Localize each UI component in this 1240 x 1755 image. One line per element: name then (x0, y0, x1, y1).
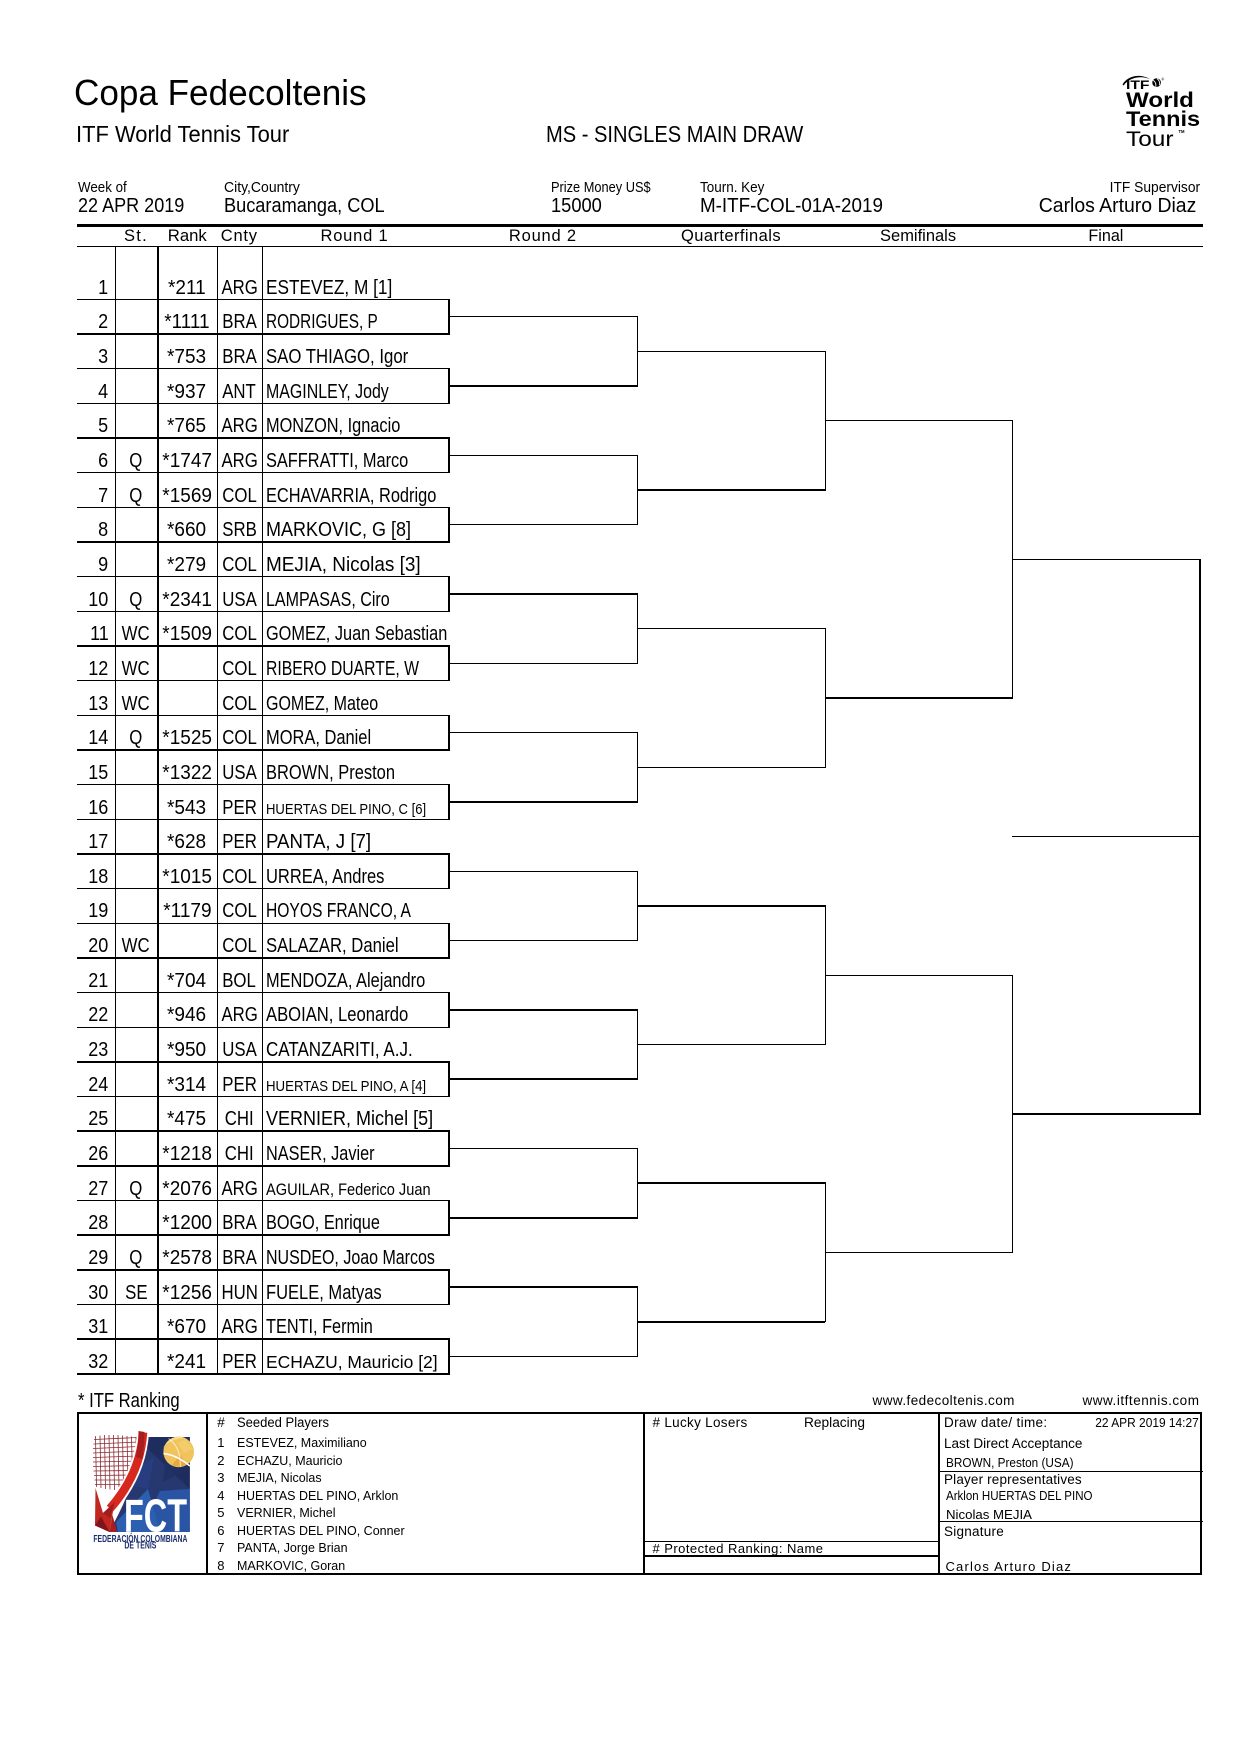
svg-text:FEDERACIÓN COLOMBIANA: FEDERACIÓN COLOMBIANA (93, 1532, 187, 1545)
svg-text:®: ® (1161, 77, 1164, 82)
svg-text:DE TENIS: DE TENIS (124, 1541, 156, 1552)
svg-text:FCT: FCT (124, 1490, 187, 1542)
